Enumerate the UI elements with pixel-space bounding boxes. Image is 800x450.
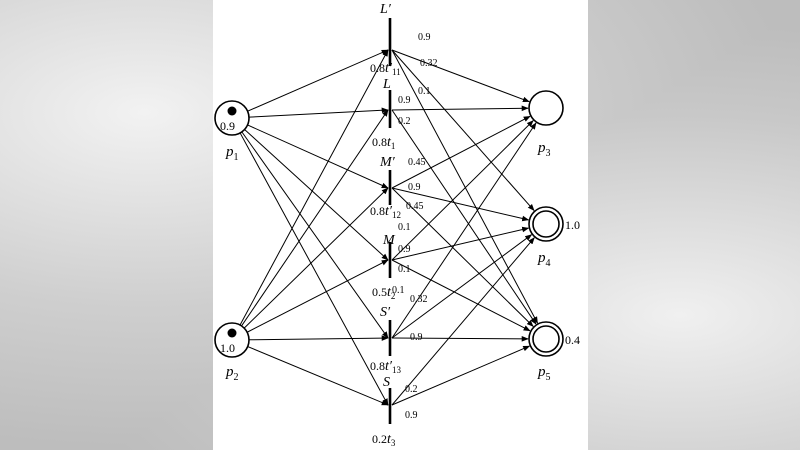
arc-p1-t3 [239,132,389,406]
place-p5-value: 0.4 [565,333,580,347]
transition-t11-name: L′ [379,2,392,17]
arc-p2-t12 [243,187,389,329]
arc-weight-t1-p3: 0.9 [398,95,411,106]
diagram-panel [213,0,588,450]
transition-t12-name: M′ [379,155,396,170]
arc-weight-t3-p5: 0.9 [405,410,418,421]
arc-weight-t2-p4: 0.9 [398,244,411,255]
arc-weight-t11-p5: 0.1 [418,86,431,97]
arc-weight-t13-p4: 0.32 [410,294,428,305]
arc-p1-t11 [247,49,389,112]
transition-t3-name: S [383,375,390,390]
token-p1 [227,106,237,116]
arc-t2-p5 [391,259,531,332]
place-p1-label: p1 [225,144,239,163]
arc-t3-p4 [391,237,535,406]
arc-p1-t1 [248,107,389,118]
arc-weight-t2-p5: 0.1 [398,264,411,275]
arc-weight-t1-p5: 0.2 [398,116,411,127]
place-layer [214,90,564,358]
token-p2 [227,328,237,338]
arc-weight-t3-p4: 0.2 [405,384,418,395]
place-p4-inner-ring [532,210,560,238]
transition-t1-label: 0.8t1 [372,135,395,151]
arc-t3-p5 [391,345,531,406]
transition-t2-name: M [382,233,396,248]
arc-weight-t11-p4: 0.32 [420,58,438,69]
place-p2-value: 1.0 [220,341,235,355]
transition-t1-name: L [382,77,391,92]
arc-t1-p5 [391,109,537,325]
transition-t12-label: 0.8t′12 [370,204,401,220]
arc-weight-t2-p3: 0.1 [398,222,411,233]
arc-t2-p3 [391,120,534,261]
place-p4-value: 1.0 [565,218,580,232]
arc-t13-p5 [391,336,529,342]
arc-weight-t11-p3: 0.9 [418,32,431,43]
arc-p1-t2 [244,129,389,261]
arc-weight-t13-p3: 0.1 [392,285,405,296]
transition-t3-label: 0.2t3 [372,432,396,448]
arc-t13-p3 [391,122,537,339]
transition-t13-name: S′ [380,305,391,320]
place-p2-label: p2 [225,364,239,383]
place-p4-label: p4 [537,250,551,269]
arc-t11-p5 [391,49,538,324]
arc-t12-p5 [391,187,534,327]
arc-t13-p4 [391,234,533,339]
place-p5-inner-ring [532,325,560,353]
arc-p2-t1 [241,109,389,327]
arc-t11-p3 [391,49,530,103]
arc-layer [239,49,538,406]
arc-t12-p4 [391,187,530,222]
arc-p2-t11 [239,49,389,326]
arc-weight-t13-p5: 0.9 [410,332,423,343]
arc-p1-t13 [241,131,389,339]
transition-t13-label: 0.8t′13 [370,359,401,375]
transition-t2-label: 0.5t2 [372,285,395,301]
transition-t11-label: 0.8t′11 [370,61,401,77]
place-p1 [214,100,250,136]
place-p1-value: 0.9 [220,119,235,133]
arc-t1-p3 [391,105,529,112]
arc-p2-t3 [247,346,389,406]
place-p3 [528,90,564,126]
arc-p2-t13 [248,335,389,341]
place-p2 [214,322,250,358]
arc-weight-t12-p3: 0.45 [408,157,426,168]
place-p3-label: p3 [537,140,551,159]
arc-p1-t12 [247,124,389,189]
arc-weight-t12-p4: 0.9 [408,182,421,193]
arc-t2-p4 [391,226,530,261]
arc-p2-t2 [246,259,389,333]
place-p5-label: p5 [537,364,551,383]
arc-weight-t12-p5: 0.45 [406,201,424,212]
label-layer: 0.90.320.10.90.20.450.90.450.10.90.10.10… [220,2,580,448]
arc-t12-p3 [391,115,531,189]
arc-t11-p4 [391,49,535,212]
